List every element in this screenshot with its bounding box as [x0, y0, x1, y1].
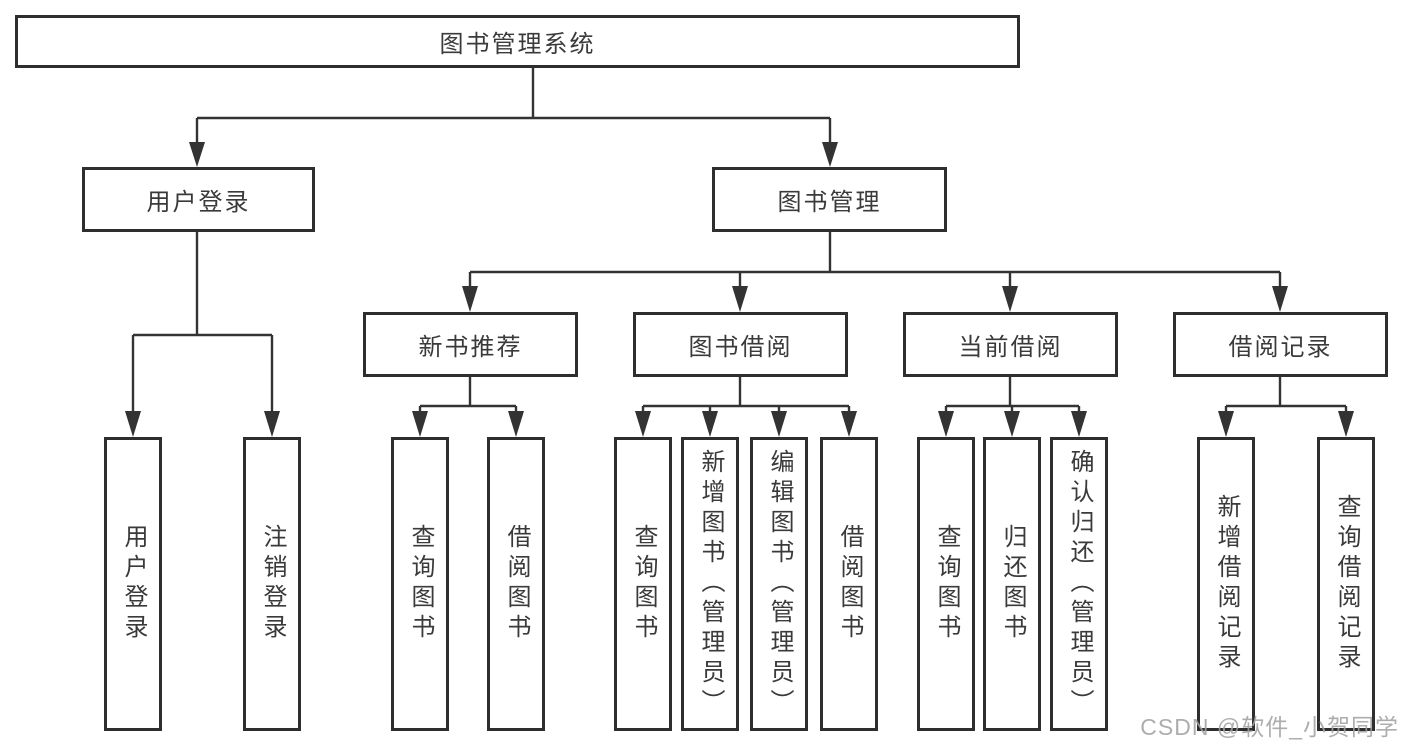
arrowhead-icon — [1218, 411, 1234, 437]
arrowhead-icon — [732, 286, 748, 312]
node-leaf-borrow-books-2: 借阅图书 — [820, 437, 878, 731]
node-leaf-borrow-books-1: 借阅图书 — [487, 437, 545, 731]
node-leaf-logout: 注销登录 — [243, 437, 301, 731]
arrowhead-icon — [508, 411, 524, 437]
node-leaf-add-books-admin: 新增图书（管理员） — [681, 437, 739, 731]
arrowhead-icon — [189, 142, 205, 167]
node-leaf-query-borrow-record: 查询借阅记录 — [1317, 437, 1375, 731]
node-book-management: 图书管理 — [712, 167, 947, 232]
arrowhead-icon — [1071, 411, 1087, 437]
node-leaf-user-login: 用户登录 — [104, 437, 162, 731]
arrowhead-icon — [938, 411, 954, 437]
arrowhead-icon — [125, 411, 141, 437]
node-library-management-system: 图书管理系统 — [15, 15, 1020, 68]
node-leaf-edit-books-admin: 编辑图书（管理员） — [750, 437, 808, 731]
arrowhead-icon — [771, 411, 787, 437]
arrowhead-icon — [1272, 286, 1288, 312]
arrowhead-icon — [264, 411, 280, 437]
node-user-login: 用户登录 — [82, 167, 315, 232]
node-leaf-query-books-2: 查询图书 — [614, 437, 672, 731]
arrowhead-icon — [822, 142, 838, 167]
node-leaf-confirm-return-admin: 确认归还（管理员） — [1050, 437, 1108, 731]
node-leaf-return-books: 归还图书 — [983, 437, 1041, 731]
arrowhead-icon — [462, 286, 478, 312]
node-new-book-recommend: 新书推荐 — [363, 312, 578, 377]
arrowhead-icon — [635, 411, 651, 437]
arrowhead-icon — [1002, 286, 1018, 312]
node-leaf-query-books-1: 查询图书 — [391, 437, 449, 731]
arrowhead-icon — [1004, 411, 1020, 437]
node-book-borrow: 图书借阅 — [633, 312, 848, 377]
arrowhead-icon — [702, 411, 718, 437]
node-current-borrow: 当前借阅 — [903, 312, 1118, 377]
arrowhead-icon — [412, 411, 428, 437]
node-leaf-add-borrow-record: 新增借阅记录 — [1197, 437, 1255, 731]
node-leaf-query-books-3: 查询图书 — [917, 437, 975, 731]
arrowhead-icon — [1338, 411, 1354, 437]
node-borrow-records: 借阅记录 — [1173, 312, 1388, 377]
arrowhead-icon — [841, 411, 857, 437]
